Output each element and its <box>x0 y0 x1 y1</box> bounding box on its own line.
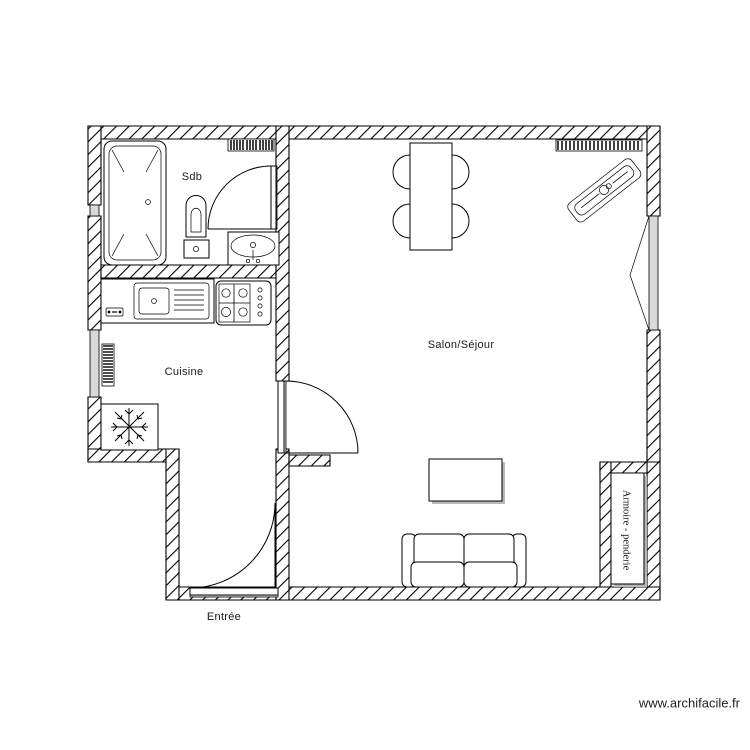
wall-wardrobe-left <box>599 461 612 588</box>
bathroom-door <box>207 165 278 230</box>
windows <box>89 204 659 398</box>
gas-cooktop <box>215 280 272 326</box>
room-entree: Entrée <box>189 502 279 623</box>
radiator-kitchen <box>101 343 115 387</box>
toilet <box>183 195 210 259</box>
watermark-url: www.archifacile.fr <box>638 695 741 710</box>
wardrobe-label: Armoire - penderie <box>621 490 632 571</box>
washbasin <box>227 231 280 266</box>
wall-sdb-kitchen <box>100 264 277 279</box>
wall-top <box>87 125 661 140</box>
window-salon-right-swing <box>629 215 650 331</box>
wall-partition-stub <box>288 454 331 467</box>
diagonal-fixture <box>567 158 642 223</box>
wall-kitchen-bottom <box>87 448 180 463</box>
room-label-sdb: Sdb <box>182 171 202 183</box>
coffee-table <box>428 458 505 504</box>
room-sdb: Sdb <box>103 138 280 266</box>
room-label-salon: Salon/Séjour <box>428 339 495 351</box>
sofa <box>401 533 527 588</box>
room-cuisine: Cuisine <box>100 278 272 451</box>
wall-right-upper <box>646 125 661 217</box>
dining-chair <box>392 154 411 190</box>
dining-chair <box>451 203 470 239</box>
entrance-door <box>189 502 279 598</box>
room-label-entree: Entrée <box>207 611 241 623</box>
wall-hall-left <box>165 448 180 601</box>
dining-table <box>392 142 470 251</box>
wall-left-mid-a <box>87 215 102 331</box>
window-bathroom-left <box>89 204 100 217</box>
wall-bottom-salon <box>275 586 661 601</box>
radiator-bathroom <box>227 138 275 152</box>
window-salon-right <box>648 215 659 331</box>
bathtub <box>103 140 167 266</box>
dining-chair <box>451 154 470 190</box>
dining-chair <box>392 203 411 239</box>
refrigerator <box>100 403 159 451</box>
room-salon: Armoire - penderie Salon/Séjour <box>277 139 647 588</box>
wall-left-upper <box>87 125 102 206</box>
wardrobe: Armoire - penderie <box>610 472 647 587</box>
wall-partition-lower <box>275 448 290 601</box>
radiator-salon <box>555 139 643 152</box>
wall-right-middle <box>646 329 661 463</box>
room-label-cuisine: Cuisine <box>165 366 204 378</box>
kitchen-worktop-sink <box>100 278 215 324</box>
living-room-door <box>277 380 359 454</box>
walls <box>87 125 661 601</box>
wall-right-lower <box>646 461 661 601</box>
window-kitchen-left <box>89 329 100 398</box>
